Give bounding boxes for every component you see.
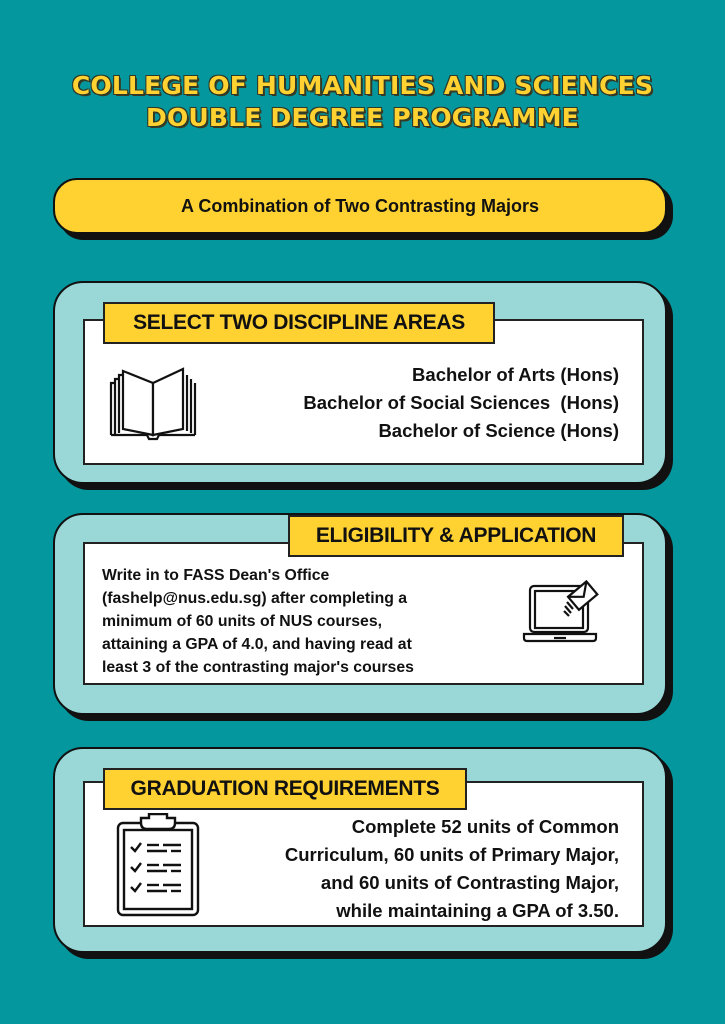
eligibility-line: least 3 of the contrasting major's cours…: [102, 659, 414, 676]
degree-item: Bachelor of Science (Hons): [378, 420, 619, 441]
open-book-icon: [105, 361, 205, 443]
section-heading-graduation: GRADUATION REQUIREMENTS: [103, 768, 467, 810]
laptop-email-icon: [521, 572, 601, 654]
graduation-text: Complete 52 units of Common Curriculum, …: [285, 813, 619, 925]
graduation-line: Complete 52 units of Common: [351, 816, 619, 837]
clipboard-checklist-icon: [113, 812, 203, 917]
title-line-1: COLLEGE OF HUMANITIES AND SCIENCES: [71, 71, 654, 100]
subtitle-text: A Combination of Two Contrasting Majors: [181, 195, 539, 216]
section-heading-text: GRADUATION REQUIREMENTS: [130, 777, 440, 800]
subtitle-banner: A Combination of Two Contrasting Majors: [53, 178, 667, 234]
eligibility-content-box: [83, 542, 644, 685]
title-line-2: DOUBLE DEGREE PROGRAMME: [146, 103, 579, 132]
eligibility-text: Write in to FASS Dean's Office (fashelp@…: [102, 564, 414, 679]
eligibility-line: minimum of 60 units of NUS courses,: [102, 613, 383, 630]
page-title: COLLEGE OF HUMANITIES AND SCIENCES DOUBL…: [0, 70, 725, 134]
section-heading-eligibility: ELIGIBILITY & APPLICATION: [288, 515, 624, 557]
degree-item: Bachelor of Social Sciences (Hons): [303, 392, 619, 413]
graduation-line: Curriculum, 60 units of Primary Major,: [284, 844, 619, 865]
eligibility-line: (fashelp@nus.edu.sg) after completing a: [102, 590, 408, 607]
section-heading-text: SELECT TWO DISCIPLINE AREAS: [133, 311, 465, 334]
section-heading-discipline: SELECT TWO DISCIPLINE AREAS: [103, 302, 495, 344]
section-heading-text: ELIGIBILITY & APPLICATION: [315, 524, 597, 547]
degree-item: Bachelor of Arts (Hons): [412, 364, 619, 385]
graduation-line: while maintaining a GPA of 3.50.: [336, 900, 619, 921]
degree-list: Bachelor of Arts (Hons) Bachelor of Soci…: [303, 361, 619, 445]
section-discipline-areas: SELECT TWO DISCIPLINE AREAS Bachelor of …: [53, 281, 667, 484]
eligibility-line: attaining a GPA of 4.0, and having read …: [102, 636, 412, 653]
eligibility-line: Write in to FASS Dean's Office: [102, 567, 330, 584]
graduation-line: and 60 units of Contrasting Major,: [320, 872, 619, 893]
section-graduation: GRADUATION REQUIREMENTS Complete 52 unit…: [53, 747, 667, 953]
section-eligibility: ELIGIBILITY & APPLICATION Write in to FA…: [53, 513, 667, 715]
